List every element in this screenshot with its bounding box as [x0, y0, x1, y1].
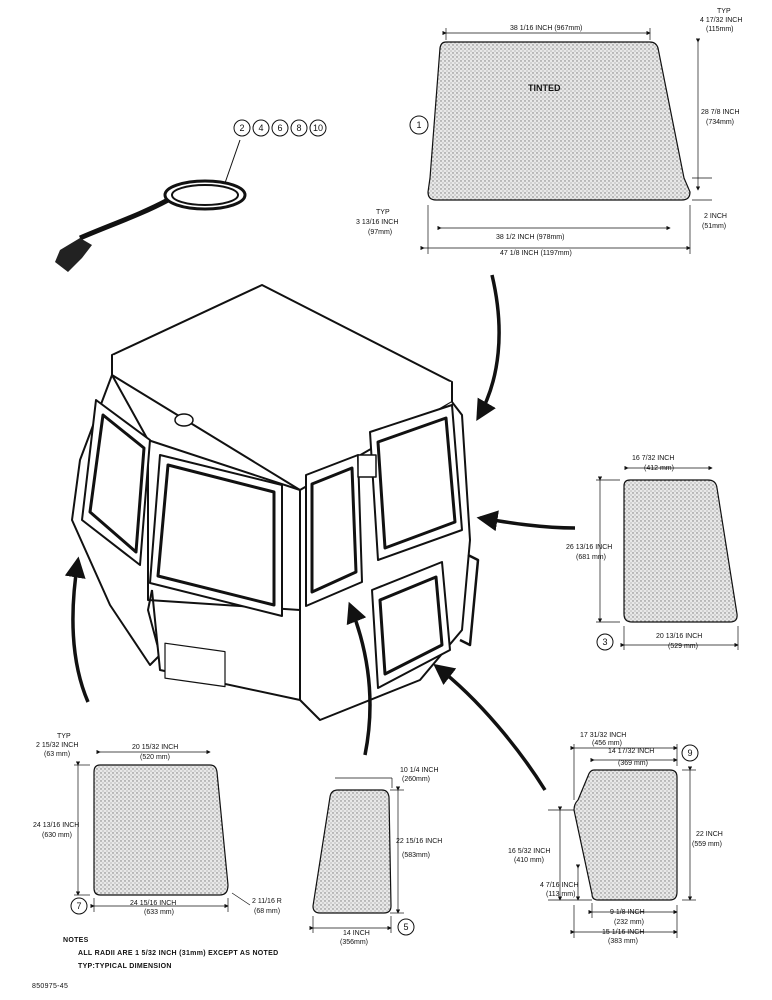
- glass-3-panel: [623, 479, 738, 623]
- glass-9-bottom-mm: (232 mm): [614, 919, 644, 926]
- callout-circle: [397, 918, 415, 936]
- glass-1-height: 28 7/8 INCH: [701, 109, 740, 116]
- glass-7-typ: TYP: [57, 733, 71, 740]
- glass-1-total-width: 47 1/8 INCH (1197mm): [500, 250, 572, 257]
- callout-circle: [596, 633, 614, 651]
- figure-id: 850975-45: [32, 983, 69, 990]
- glass-1-left: 3 13/16 INCH: [356, 219, 398, 226]
- glass-1-corner: 4 17/32 INCH: [700, 17, 742, 24]
- callout-circle: [252, 119, 270, 137]
- glass-9-height-mm: (559 mm): [692, 841, 722, 848]
- seal-strip-illustration: [55, 139, 247, 272]
- glass-1-inner-width: 38 1/2 INCH (978mm): [496, 234, 564, 241]
- glass-9-dimensions: [548, 744, 696, 938]
- callout-circle: [70, 897, 88, 915]
- cab-illustration: [71, 284, 480, 721]
- glass-3-top-mm: (412 mm): [644, 465, 674, 472]
- glass-7-top: 20 15/32 INCH: [132, 744, 178, 751]
- glass-1-bottom: 2 INCH: [704, 213, 727, 220]
- glass-5-top-mm: (260mm): [402, 776, 430, 783]
- seal-callout-2: 2: [239, 123, 244, 133]
- glass-9-top-total-mm: (456 mm): [592, 740, 622, 747]
- glass-9-top-mm: (369 mm): [618, 760, 648, 767]
- glass-7-dimensions: [74, 749, 251, 912]
- glass-9-panel: [573, 769, 678, 901]
- glass-1-bottom-mm: (51mm): [702, 223, 726, 230]
- glass-3-callout: 3: [602, 637, 607, 647]
- glass-9-left: 16 5/32 INCH: [508, 848, 550, 855]
- glass-1-left-mm: (97mm): [368, 229, 392, 236]
- seal-callout-4: 4: [258, 123, 263, 133]
- glass-3-bottom: 20 13/16 INCH: [656, 633, 702, 640]
- glass-9-bottom-total: 15 1/16 INCH: [602, 929, 644, 936]
- tinted-label: TINTED: [528, 83, 561, 93]
- glass-5-panel: [312, 789, 392, 914]
- glass-7-corner-mm: (63 mm): [44, 751, 70, 758]
- seal-callout-8: 8: [296, 123, 301, 133]
- glass-7-corner: 2 15/32 INCH: [36, 742, 78, 749]
- glass-9-left-mm: (410 mm): [514, 857, 544, 864]
- seal-callout-10: 10: [313, 123, 323, 133]
- glass-1-height-mm: (734mm): [706, 119, 734, 126]
- glass-9-bottom: 9 1/8 INCH: [610, 909, 645, 916]
- callout-circle: [233, 119, 251, 137]
- glass-5-dimensions: [309, 777, 404, 933]
- glass-9-lower-mm: (113 mm): [546, 891, 575, 898]
- glass-9-lower: 4 7/16 INCH: [540, 882, 579, 889]
- glass-5-top: 10 1/4 INCH: [400, 767, 439, 774]
- callout-circle: [409, 115, 429, 135]
- glass-5-callout: 5: [403, 922, 408, 932]
- callout-circle: [681, 744, 699, 762]
- glass-7-radius: 2 11/16 R: [252, 898, 282, 905]
- glass-1-dimensions: [420, 28, 712, 254]
- glass-7-bottom-mm: (633 mm): [144, 909, 174, 916]
- glass-5-height: 22 15/16 INCH: [396, 838, 442, 845]
- glass-3-dimensions: [596, 465, 739, 650]
- glass-7-height: 24 13/16 INCH: [33, 822, 79, 829]
- glass-1-top-width: 38 1/16 INCH (967mm): [510, 25, 582, 32]
- glass-5-bottom: 14 INCH: [343, 930, 370, 937]
- glass-9-top-total: 17 31/32 INCH: [580, 732, 626, 739]
- glass-7-callout: 7: [76, 901, 81, 911]
- glass-7-top-mm: (520 mm): [140, 754, 170, 761]
- glass-9-top: 14 17/32 INCH: [608, 748, 654, 755]
- seal-callout-6: 6: [277, 123, 282, 133]
- notes-line-2: TYP:TYPICAL DIMENSION: [78, 963, 172, 970]
- glass-9-bottom-total-mm: (383 mm): [608, 938, 638, 945]
- glass-3-height: 26 13/16 INCH: [566, 544, 612, 551]
- glass-7-bottom: 24 15/16 INCH: [130, 900, 176, 907]
- callout-circle: [271, 119, 289, 137]
- glass-5-bottom-mm: (356mm): [340, 939, 368, 946]
- glass-7-radius-mm: (68 mm): [254, 908, 280, 915]
- glass-9-height: 22 INCH: [696, 831, 723, 838]
- notes-title: NOTES: [63, 937, 89, 944]
- glass-7-height-mm: (630 mm): [42, 832, 72, 839]
- glass-1-callout: 1: [416, 120, 421, 130]
- glass-9-callout: 9: [687, 748, 692, 758]
- callout-circle: [290, 119, 308, 137]
- glass-5-height-mm: (583mm): [402, 852, 430, 859]
- glass-1-typ: TYP: [717, 8, 731, 15]
- glass-1-panel: TINTED: [427, 41, 691, 201]
- glass-1-corner-mm: (115mm): [706, 26, 733, 33]
- seal-callouts: 2 4 6 8 10: [233, 119, 327, 137]
- glass-7-panel: [93, 764, 229, 896]
- glass-3-bottom-mm: (529 mm): [668, 643, 698, 650]
- glass-3-height-mm: (681 mm): [576, 554, 606, 561]
- pointer-arrows: [64, 274, 576, 791]
- callout-circle: [309, 119, 327, 137]
- glass-1-left-typ: TYP: [376, 209, 390, 216]
- notes-line-1: ALL RADII ARE 1 5/32 INCH (31mm) EXCEPT …: [78, 950, 279, 957]
- glass-3-top: 16 7/32 INCH: [632, 455, 674, 462]
